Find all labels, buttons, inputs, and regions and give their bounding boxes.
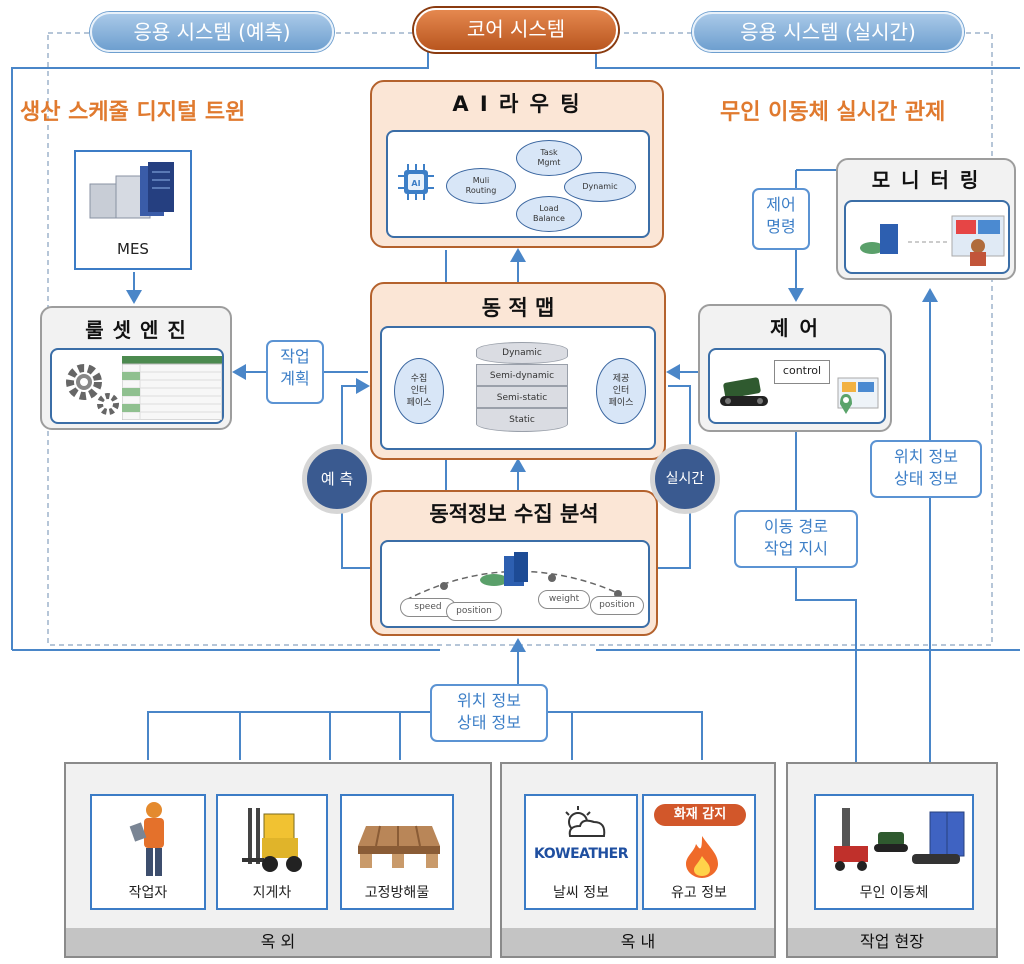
worker-icon	[129, 802, 164, 876]
position-status-right-tag: 위치 정보 상태 정보	[870, 440, 982, 498]
node-multi-routing: Muli Routing	[446, 168, 516, 204]
forklift-icon	[242, 808, 302, 872]
predict-circle: 예 측	[302, 444, 372, 514]
realtime-control-title: 무인 이동체 실시간 관제	[720, 100, 946, 125]
chip-position-1: position	[446, 602, 502, 621]
layer-semi-static: Semi-static	[476, 386, 568, 408]
position-status-bottom-tag: 위치 정보 상태 정보	[430, 684, 548, 742]
ai-chip-label: AI	[411, 179, 420, 188]
card-weather: KOWEATHER 날씨 정보	[524, 794, 638, 910]
card-forklift: 지게차	[216, 794, 328, 910]
ruleset-engine-box: 룰 셋 엔 진	[40, 306, 232, 430]
outdoor-footer: 옥 외	[66, 928, 490, 956]
weather-logo: KOWEATHER	[534, 846, 629, 862]
realtime-circle: 실시간	[650, 444, 720, 514]
digital-twin-title: 생산 스케줄 디지털 트윈	[20, 100, 246, 125]
monitoring-illustration	[860, 215, 1005, 266]
node-load-balance: Load Balance	[516, 196, 582, 232]
core-system-pill: 코어 시스템	[414, 8, 618, 52]
indoor-group: KOWEATHER 날씨 정보 화재 감지 유고 정보 옥 내	[500, 762, 776, 958]
fire-icon	[686, 836, 718, 878]
node-dynamic: Dynamic	[564, 172, 636, 202]
ai-chip-icon: AI	[398, 164, 434, 200]
ruleset-panel	[50, 348, 224, 424]
chip-weight: weight	[538, 590, 590, 609]
node-task-mgmt: Task Mgmt	[516, 140, 582, 176]
card-unmanned-vehicle-label: 무인 이동체	[859, 885, 929, 901]
work-plan-tag: 작업 계획	[266, 340, 324, 404]
monitoring-panel	[844, 200, 1010, 274]
outdoor-group: 작업자 지게차 고정방해물 옥 외	[64, 762, 492, 958]
card-worker: 작업자	[90, 794, 206, 910]
predict-app-system-pill: 응용 시스템 (예측)	[90, 12, 334, 52]
card-incident: 화재 감지 유고 정보	[642, 794, 756, 910]
dynamic-map-title: 동 적 맵	[481, 296, 555, 320]
worksite-footer: 작업 현장	[788, 928, 996, 956]
card-obstacle-label: 고정방해물	[364, 885, 430, 901]
layer-semi-dynamic: Semi-dynamic	[476, 364, 568, 386]
server-rack-icon	[89, 162, 174, 219]
realtime-app-system-pill: 응용 시스템 (실시간)	[692, 12, 964, 52]
dashboard-map-icon	[837, 377, 879, 414]
control-box: 제 어 control	[698, 304, 892, 432]
rule-table-icon	[122, 356, 222, 420]
gears-icon	[66, 364, 119, 415]
layer-dynamic: Dynamic	[476, 342, 568, 364]
ai-routing-box: A I 라 우 팅 AI Muli Routing Task Mgmt Dyna…	[370, 80, 664, 248]
control-label-box: control	[774, 360, 830, 384]
collect-interface: 수집 인터 페이스	[394, 358, 444, 424]
robot-vehicle-icon	[720, 377, 768, 406]
ai-routing-panel: AI Muli Routing Task Mgmt Dynamic Load B…	[386, 130, 650, 238]
move-path-tag: 이동 경로 작업 지시	[734, 510, 858, 568]
dynamic-map-panel: 수집 인터 페이스 Dynamic Semi-dynamic Semi-stat…	[380, 326, 656, 450]
analysis-box: 동적정보 수집 분석 speed position weight positio…	[370, 490, 658, 636]
weather-icon	[565, 806, 606, 837]
chip-position-2: position	[590, 596, 644, 615]
analysis-graphic	[405, 552, 622, 601]
analysis-title: 동적정보 수집 분석	[429, 502, 599, 526]
card-unmanned-vehicle: 무인 이동체	[814, 794, 974, 910]
dynamic-map-box: 동 적 맵 수집 인터 페이스 Dynamic Semi-dynamic Sem…	[370, 282, 666, 460]
provide-interface: 제공 인터 페이스	[596, 358, 646, 424]
unmanned-vehicles-icon	[834, 808, 965, 871]
ai-routing-title: A I 라 우 팅	[452, 92, 582, 116]
ruleset-engine-title: 룰 셋 엔 진	[85, 318, 187, 342]
card-weather-label: 날씨 정보	[553, 885, 609, 901]
mes-label: MES	[117, 240, 149, 258]
analysis-panel: speed position weight position	[380, 540, 650, 628]
monitoring-box: 모 니 터 링	[836, 158, 1016, 280]
card-incident-label: 유고 정보	[671, 885, 727, 901]
pallet-icon	[358, 825, 440, 868]
fire-detect-badge: 화재 감지	[654, 804, 746, 826]
card-obstacle: 고정방해물	[340, 794, 454, 910]
indoor-footer: 옥 내	[502, 928, 774, 956]
monitoring-title: 모 니 터 링	[871, 168, 981, 192]
control-title: 제 어	[770, 316, 820, 340]
worksite-group: 무인 이동체 작업 현장	[786, 762, 998, 958]
card-forklift-label: 지게차	[252, 885, 292, 901]
card-worker-label: 작업자	[128, 885, 168, 901]
mes-card: MES	[74, 150, 192, 270]
control-command-tag: 제어 명령	[752, 188, 810, 250]
layer-static: Static	[476, 408, 568, 432]
control-panel: control	[708, 348, 886, 424]
